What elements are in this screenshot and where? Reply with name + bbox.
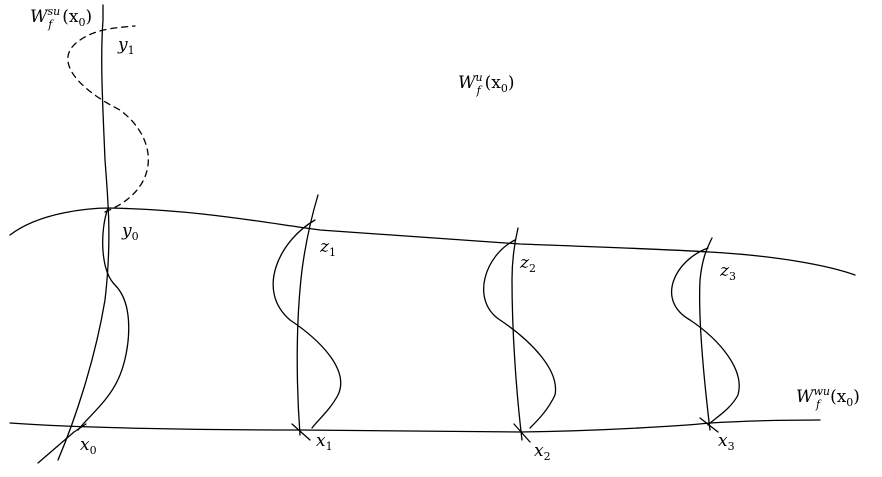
- dashed-wavy-curve: [67, 25, 149, 213]
- tick-x3: [699, 417, 719, 433]
- strong-unstable-curve: [57, 4, 110, 461]
- wavy-curve-z3-x3: [670, 247, 740, 426]
- upper-leaf-curve: [9, 207, 856, 276]
- label-z2: z2: [519, 253, 536, 275]
- label-x3: x3: [718, 431, 735, 453]
- label-x2: x2: [534, 441, 551, 463]
- weak-unstable-curve: [9, 419, 821, 433]
- label-x0: x0: [80, 435, 97, 457]
- tick-x0: [37, 423, 87, 464]
- tick-x1: [291, 423, 311, 441]
- fiber-x2-z2: [511, 227, 523, 441]
- label-z1: z1: [319, 237, 336, 259]
- label-y1: y1: [117, 35, 135, 57]
- tick-x2: [513, 423, 531, 443]
- label-z3: z3: [719, 261, 736, 283]
- label-x1: x1: [316, 431, 333, 453]
- label-y0: y0: [121, 221, 139, 243]
- wavy-curve-z2-x2: [483, 239, 557, 429]
- fiber-x3-z3: [698, 237, 713, 431]
- fiber-x1-z1: [296, 194, 319, 436]
- wavy-curve-y0-x0: [77, 207, 130, 431]
- wavy-curve-z1-x1: [272, 219, 342, 429]
